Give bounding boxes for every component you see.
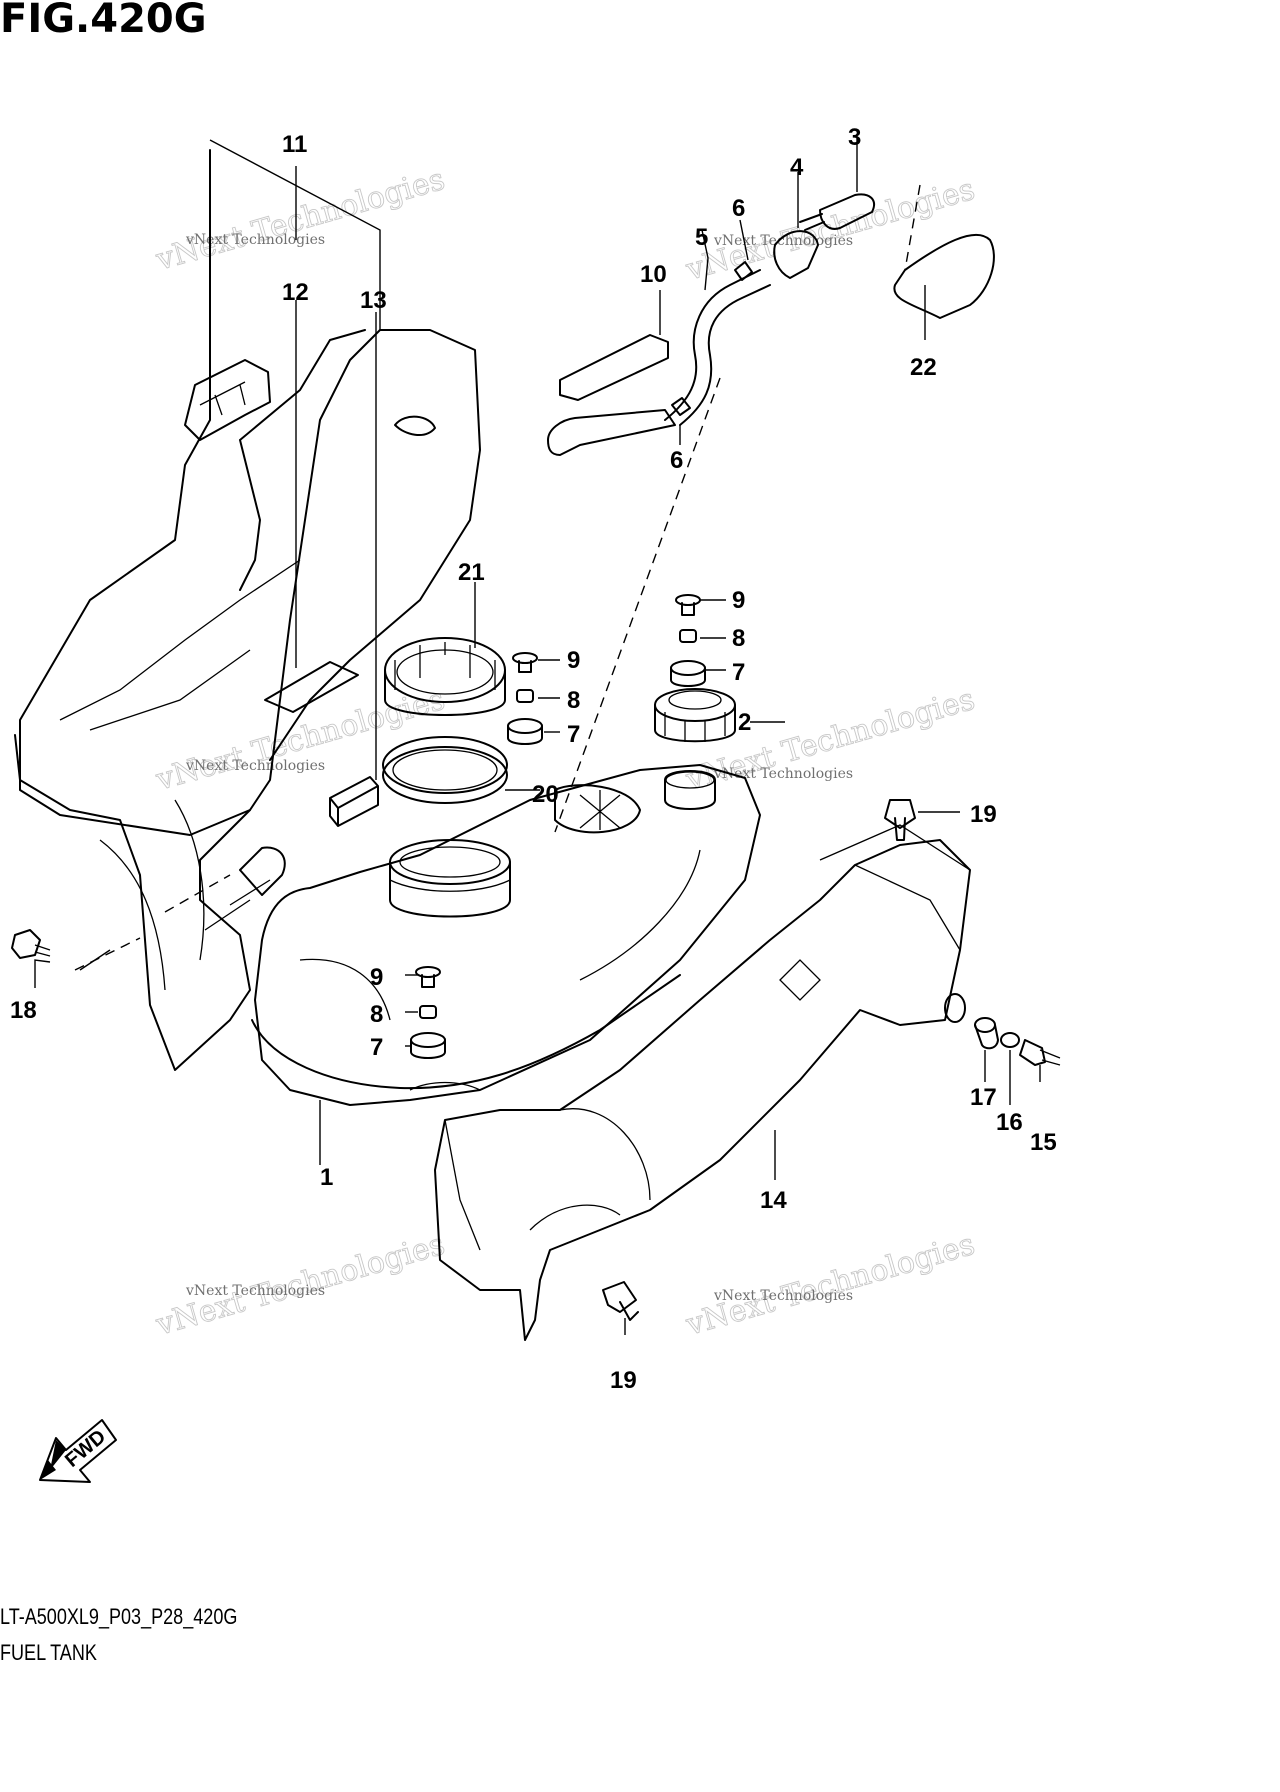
part-20-oring: [382, 736, 508, 804]
callout-6-lower: 6: [670, 447, 683, 474]
callout-18: 18: [10, 997, 37, 1024]
callout-22: 22: [910, 354, 937, 381]
watermark-small: vNext Technologies: [713, 233, 853, 249]
callout-11: 11: [282, 131, 307, 158]
callout-6-upper: 6: [732, 195, 745, 222]
callout-8-middle: 8: [567, 687, 580, 714]
callout-20: 20: [532, 781, 559, 808]
callout-8-right: 8: [732, 625, 745, 652]
callout-19-upper: 19: [970, 801, 997, 828]
callout-9-middle: 9: [567, 647, 580, 674]
part-10-breather-guide: [547, 334, 676, 456]
callout-12: 12: [282, 279, 309, 306]
callout-21: 21: [458, 559, 485, 586]
hardware-stack-lower: [410, 966, 446, 1059]
part-5-hose: [664, 269, 761, 421]
watermark-text: vNext Technologies: [152, 162, 449, 278]
watermark-small: vNext Technologies: [185, 1283, 325, 1299]
watermark-small: vNext Technologies: [185, 232, 325, 248]
part-16-washer: [1000, 1032, 1020, 1048]
hardware-stack-top-right: [670, 594, 706, 687]
callout-7-middle: 7: [567, 721, 580, 748]
watermark-text: vNext Technologies: [682, 1227, 979, 1343]
hardware-stack-middle: [507, 652, 543, 745]
callout-13: 13: [360, 287, 387, 314]
part-1-fuel-tank: [251, 764, 761, 1106]
figure-description: FUEL TANK: [0, 1640, 97, 1665]
part-21-ring: [384, 637, 506, 716]
callout-labels: 1 2 3 4 5 6 6 7 7 7 8 8 8 9 9 9 10 11 12…: [10, 124, 1057, 1394]
callout-14: 14: [760, 1187, 787, 1214]
leader-lines: [34, 134, 1041, 1335]
callout-10: 10: [640, 261, 667, 288]
callout-19-lower: 19: [610, 1367, 637, 1394]
callout-4: 4: [790, 154, 804, 181]
part-4-clamp: [773, 230, 819, 279]
watermark-small: vNext Technologies: [713, 766, 853, 782]
part-17-collar: [974, 1017, 999, 1050]
part-22-hose: [893, 233, 995, 319]
watermark-small: vNext Technologies: [185, 758, 325, 774]
part-11-shroud: [14, 149, 481, 1071]
part-3-valve: [799, 193, 875, 231]
part-19-rivet-upper: [884, 799, 916, 841]
callout-15: 15: [1030, 1129, 1057, 1156]
part-5-hose-edge: [679, 284, 771, 426]
part-13-cushion: [329, 776, 379, 827]
fwd-arrow-icon: FWD: [39, 1419, 117, 1483]
part-15-bolt: [1019, 1039, 1061, 1066]
figure-title: FIG.420G: [0, 0, 207, 42]
part-6-clip-upper: [734, 261, 753, 281]
callout-9-lower: 9: [370, 964, 383, 991]
callout-8-lower: 8: [370, 1001, 383, 1028]
callout-5: 5: [695, 224, 708, 251]
watermark-text: vNext Technologies: [152, 682, 449, 798]
callout-3: 3: [848, 124, 861, 151]
part-2-fuel-cap: [654, 688, 736, 743]
callout-2: 2: [738, 709, 751, 736]
part-12-pad: [264, 661, 359, 713]
figure-code: LT-A500XL9_P03_P28_420G: [0, 1604, 238, 1629]
part-19-rivet-lower: [602, 1281, 639, 1321]
watermark-small: vNext Technologies: [713, 1288, 853, 1304]
callout-9-right: 9: [732, 587, 745, 614]
part-14-guard: [434, 824, 971, 1341]
watermark-text: vNext Technologies: [682, 172, 979, 288]
callout-1: 1: [320, 1164, 333, 1191]
callout-16: 16: [996, 1109, 1023, 1136]
callout-7-lower: 7: [370, 1034, 383, 1061]
part-6-clip-lower: [671, 397, 691, 416]
callout-17: 17: [970, 1084, 997, 1111]
callout-7-right: 7: [732, 659, 745, 686]
part-18-bolt: [11, 929, 51, 959]
